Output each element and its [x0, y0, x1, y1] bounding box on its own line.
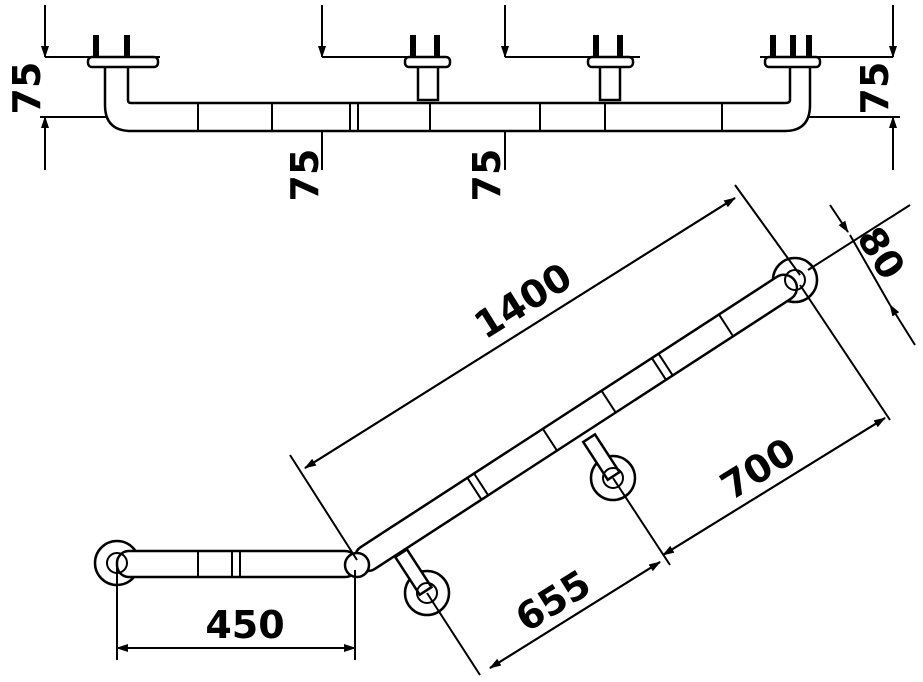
dim-75-left: 75 [5, 62, 49, 115]
top-tube [103, 60, 812, 133]
dim-arrows [41, 5, 897, 170]
dim-80: 80 [848, 219, 913, 287]
tube-joints [197, 103, 723, 131]
wall-mounts [86, 35, 822, 102]
top-view: 75 75 75 75 [5, 5, 900, 201]
dim-75-right: 75 [853, 62, 897, 115]
dim-75-mid-1: 75 [283, 149, 327, 202]
dim-75-mid-2: 75 [465, 149, 509, 202]
plan-view: 1400 80 700 655 450 [93, 184, 916, 676]
short-arm-tube [115, 549, 359, 579]
dim-450: 450 [205, 603, 284, 647]
diagonal-tube [353, 273, 799, 573]
dim-1400: 1400 [467, 254, 580, 347]
plan-dim-lines [116, 184, 916, 676]
